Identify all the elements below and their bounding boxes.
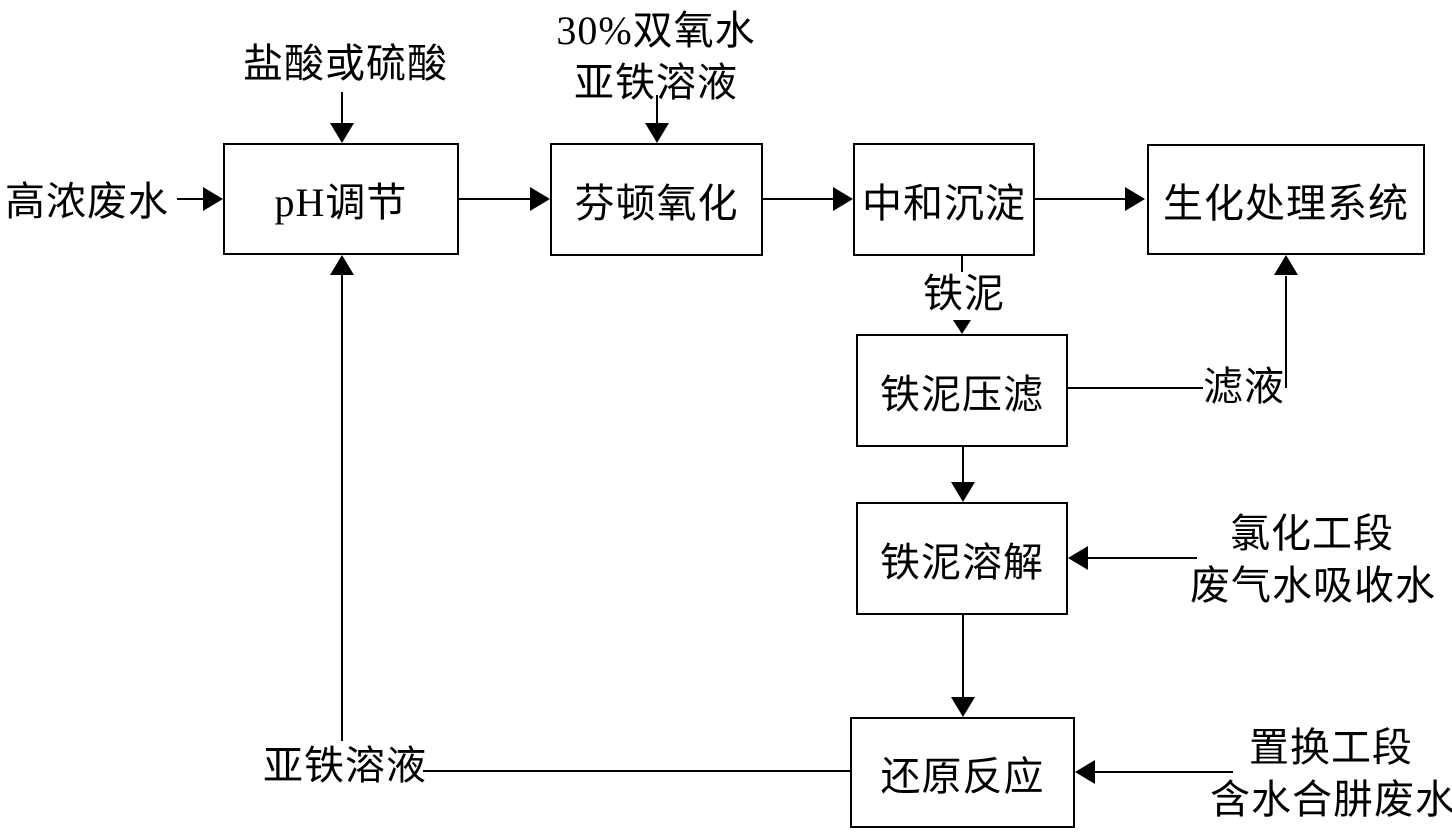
box-ph-adjust-label: pH调节	[274, 180, 408, 225]
label-chlorination-feed: 氯化工段 废气水吸收水	[1190, 508, 1436, 612]
arrowhead-down-icon	[951, 482, 975, 502]
box-iron-sludge-press-label: 铁泥压滤	[880, 371, 1044, 417]
label-acid-feed: 盐酸或硫酸	[243, 41, 448, 86]
label-displacement-feed: 置换工段 含水合肼废水	[1210, 722, 1452, 826]
arrowhead-right-icon	[203, 187, 223, 211]
label-ferrous-solution-return: 亚铁溶液	[263, 743, 427, 788]
box-iron-sludge-dissolve: 铁泥溶解	[856, 502, 1068, 615]
arrowhead-left-icon	[1068, 546, 1088, 570]
box-fenton-oxidation: 芬顿氧化	[550, 143, 763, 256]
arrowhead-right-icon	[1125, 187, 1145, 211]
box-biochemical-system: 生化处理系统	[1147, 144, 1425, 255]
arrowhead-down-icon	[330, 123, 354, 143]
arrowhead-down-icon	[645, 123, 669, 143]
arrowhead-down-icon	[953, 320, 971, 334]
box-reduction-reaction: 还原反应	[850, 717, 1075, 828]
arrowhead-left-icon	[1075, 760, 1095, 784]
box-biochemical-system-label: 生化处理系统	[1163, 180, 1409, 226]
box-iron-sludge-press: 铁泥压滤	[856, 334, 1068, 447]
box-ph-adjust: pH调节	[223, 143, 459, 255]
label-chlorination-feed-line2: 废气水吸收水	[1190, 563, 1436, 608]
box-neutralization: 中和沉淀	[853, 143, 1035, 256]
box-fenton-oxidation-label: 芬顿氧化	[574, 180, 739, 226]
arrowhead-right-icon	[530, 187, 550, 211]
label-peroxide-feed-line1: 30%双氧水	[556, 8, 756, 53]
label-chlorination-feed-line1: 氯化工段	[1230, 511, 1394, 556]
label-filtrate: 滤液	[1201, 364, 1287, 409]
label-peroxide-feed-line2: 亚铁溶液	[574, 60, 738, 105]
box-reduction-reaction-label: 还原反应	[880, 753, 1045, 799]
box-iron-sludge-dissolve-label: 铁泥溶解	[880, 539, 1044, 585]
arrowhead-up-icon	[1274, 255, 1298, 275]
label-influent: 高浓废水	[5, 179, 169, 224]
label-displacement-feed-line1: 置换工段	[1249, 725, 1413, 770]
label-peroxide-feed: 30%双氧水 亚铁溶液	[545, 5, 767, 109]
arrowhead-right-icon	[833, 187, 853, 211]
box-neutralization-label: 中和沉淀	[862, 180, 1026, 226]
label-iron-sludge: 铁泥	[921, 271, 1007, 316]
arrowhead-up-icon	[330, 255, 354, 275]
label-displacement-feed-line2: 含水合肼废水	[1210, 777, 1452, 822]
arrowhead-down-icon	[951, 697, 975, 717]
